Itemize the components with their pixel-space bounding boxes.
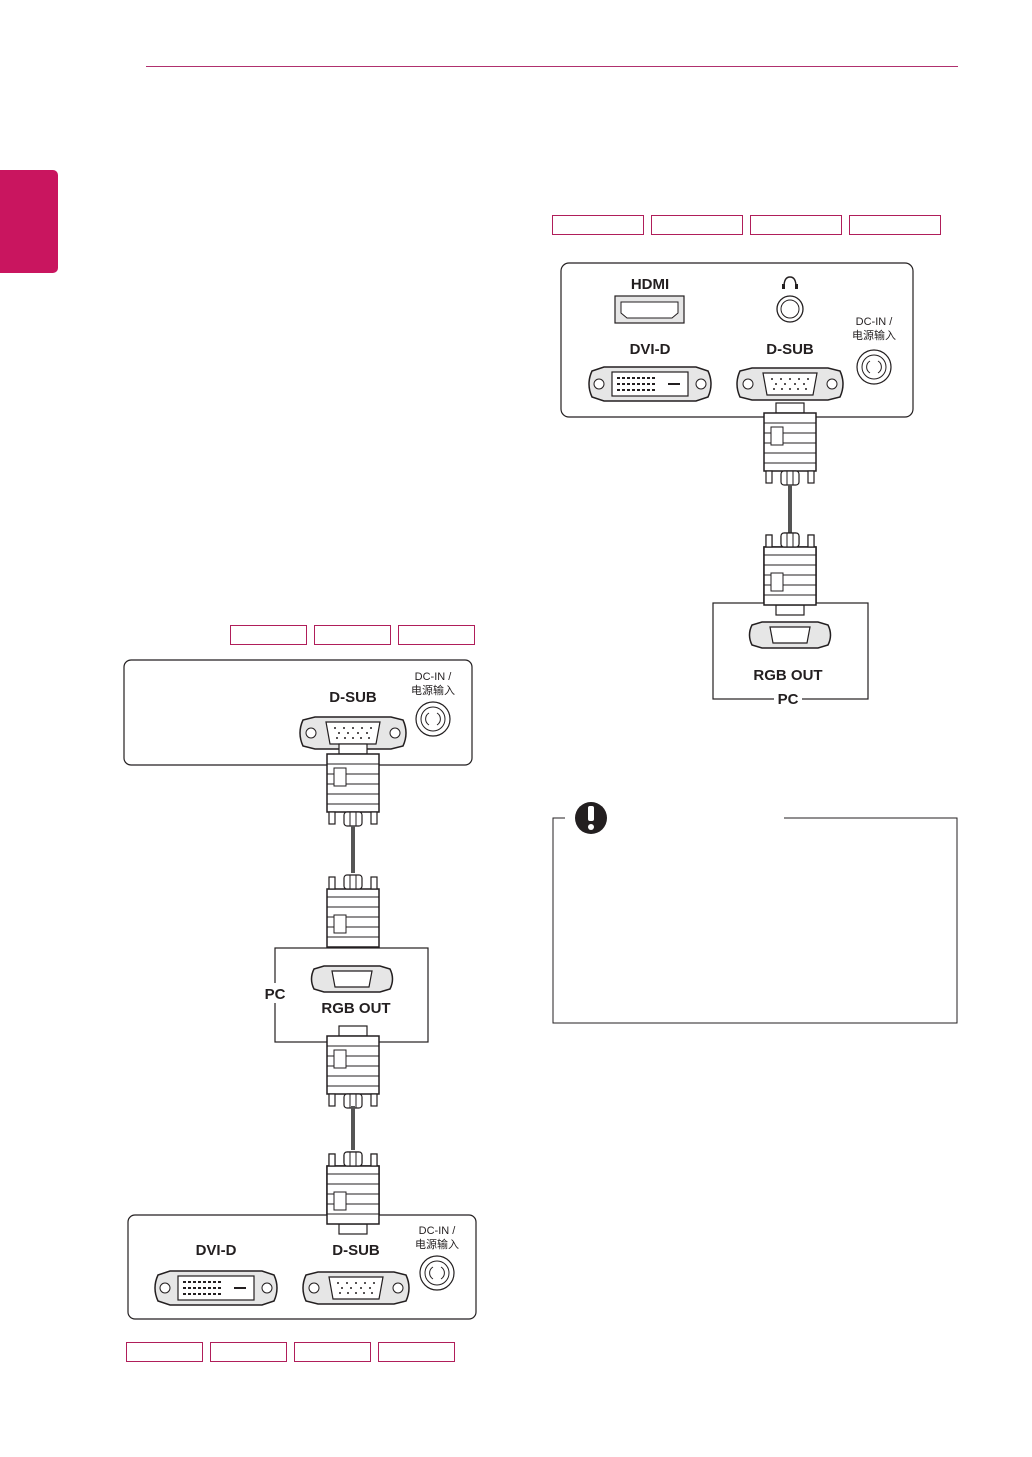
model-tag [378, 1342, 455, 1362]
port-label-dvid: DVI-D [630, 341, 671, 358]
port-label-dsub: D-SUB [332, 1242, 380, 1259]
rgb-out-label: RGB OUT [753, 667, 822, 684]
pc-box [712, 602, 869, 700]
model-tag [849, 215, 941, 235]
headphone-icon [782, 276, 798, 289]
port-label-dsub: D-SUB [329, 689, 377, 706]
rgb-out-port [310, 965, 394, 993]
port-label-dcin: DC-IN / [415, 671, 453, 683]
rgb-out-port [748, 621, 832, 649]
port-label-dcin-cn: 电源输入 [415, 1237, 459, 1251]
port-label-dcin: DC-IN / [419, 1225, 457, 1237]
model-tag [294, 1342, 371, 1362]
dsub-port [736, 367, 844, 401]
dcin-jack [856, 349, 892, 385]
model-tag [651, 215, 743, 235]
dvi-port [154, 1270, 278, 1306]
dsub-plug [326, 874, 380, 958]
caution-box [552, 817, 958, 1024]
pc-label: PC [778, 691, 799, 708]
dcin-jack [419, 1255, 455, 1291]
header-rule [146, 66, 958, 67]
dsub-plug [326, 743, 380, 827]
exclamation-icon [575, 802, 607, 834]
model-tag [230, 625, 307, 645]
model-tag [126, 1342, 203, 1362]
port-label-dvid: DVI-D [196, 1242, 237, 1259]
chapter-side-tab [0, 170, 58, 273]
port-label-dsub: D-SUB [766, 341, 814, 358]
port-label-hdmi: HDMI [631, 276, 669, 293]
dsub-plug [326, 1025, 380, 1109]
model-tag [314, 625, 391, 645]
port-label-dcin-cn: 电源输入 [852, 328, 896, 342]
dsub-plug [763, 402, 817, 486]
port-label-dcin: DC-IN / [856, 316, 894, 328]
model-tag [552, 215, 644, 235]
model-tag [210, 1342, 287, 1362]
rgb-out-label: RGB OUT [321, 1000, 390, 1017]
dvi-port [588, 366, 712, 402]
pc-label: PC [265, 986, 286, 1003]
hdmi-port [614, 295, 685, 324]
headphone-jack [776, 295, 804, 323]
model-tag [750, 215, 842, 235]
dcin-jack [415, 701, 451, 737]
dsub-port [302, 1271, 410, 1305]
model-tag [398, 625, 475, 645]
port-label-dcin-cn: 电源输入 [411, 683, 455, 697]
